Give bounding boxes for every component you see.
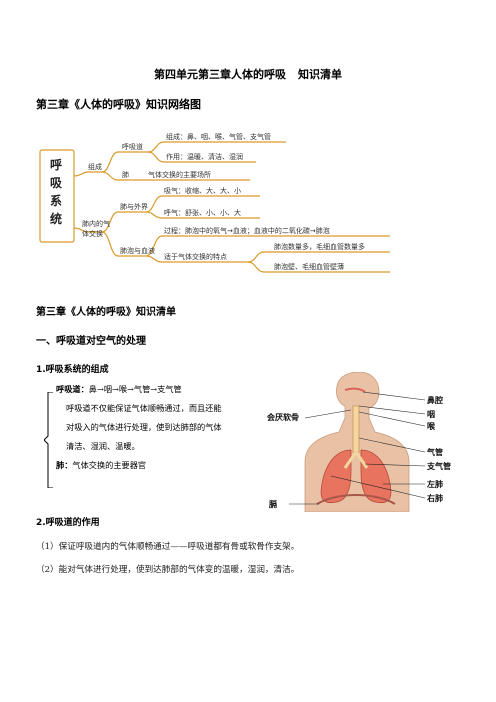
root-char-4: 统 (50, 211, 62, 226)
node-gas-exchange-2: 体交换 (82, 229, 103, 238)
paragraph-2: （2）能对气体进行处理，使到达肺部的气体变的温暖，湿润，清洁。 (36, 565, 300, 575)
heading-network: 第三章《人体的呼吸》知识网络图 (36, 98, 201, 111)
node-process: 过程：肺泡中的氧气→血液；血液中的二氧化碳→肺泡 (164, 226, 330, 235)
node-alveoli-blood: 肺泡与血液 (120, 246, 155, 255)
node-tract-components: 组成：鼻、咽、喉、气管、支气管 (166, 132, 271, 141)
node-lung-desc: 气体交换的主要场所 (148, 170, 211, 179)
root-char-2: 吸 (50, 176, 63, 190)
node-feature-2: 肺泡壁、毛细血管壁薄 (274, 262, 344, 271)
lung-desc: 气体交换的主要器官 (72, 460, 147, 470)
root-char-1: 呼 (50, 157, 62, 172)
node-features-label: 适于气体交换的特点 (164, 252, 227, 261)
respiratory-system-figure: 鼻腔 咽 喉 会厌软骨 气管 支气管 左肺 右肺 膈 (267, 372, 451, 512)
left-lung-shape (360, 449, 392, 504)
label-nasal-cavity: 鼻腔 (427, 395, 443, 405)
tract-label: 呼吸道： (56, 384, 89, 394)
title-main: 第四单元第三章人体的呼吸 (154, 68, 286, 81)
node-lung: 肺 (122, 171, 129, 179)
label-epiglottis: 会厌软骨 (267, 412, 299, 422)
tract-desc-3: 清洁、湿润、温暖。 (66, 441, 140, 451)
heading-list: 第三章《人体的呼吸》知识清单 (36, 307, 176, 318)
label-bronchus: 支气管 (426, 461, 451, 471)
node-respiratory-tract: 呼吸道 (122, 142, 143, 151)
mind-map: 呼 吸 系 统 组成 呼吸道 组成：鼻、咽、喉、气管、支气管 作用：温暖、清洁、… (39, 132, 390, 273)
node-gas-exchange-1: 肺内的气 (82, 219, 110, 228)
lung-label: 肺： (56, 460, 73, 470)
node-composition: 组成 (88, 162, 102, 171)
bracket-shape (44, 392, 53, 488)
right-lung-shape (320, 449, 352, 504)
tract-chain: 鼻→咽→喉→气管→支气管 (88, 384, 182, 394)
tract-desc-1: 呼吸道不仅能保证气体顺畅通过，而且还能 (66, 403, 222, 413)
label-trachea: 气管 (426, 447, 443, 457)
tract-desc-2: 对吸入的气体进行处理，使到达肺部的气体 (66, 422, 222, 432)
composition-box: 呼吸道：鼻→咽→喉→气管→支气管 呼吸道不仅能保证气体顺畅通过，而且还能 对吸入… (56, 380, 266, 475)
title-tail: 知识清单 (298, 68, 342, 81)
node-inhale: 吸气：收缩、大、大、小 (164, 186, 241, 195)
label-larynx: 喉 (427, 421, 436, 431)
page-title: 第四单元第三章人体的呼吸知识清单 (0, 66, 496, 82)
node-tract-function: 作用：温暖、清洁、湿润 (166, 152, 243, 161)
node-lung-external: 肺与外界 (120, 202, 148, 211)
trachea-shape (352, 405, 360, 453)
label-pharynx: 咽 (427, 410, 435, 419)
paragraph-1: （1）保证呼吸道内的气体顺畅通过——呼吸道都有骨或软骨作支架。 (36, 542, 300, 552)
section-heading-1: 一、呼吸道对空气的处理 (36, 336, 146, 347)
diaphragm-shape (316, 494, 396, 505)
label-left-lung: 左肺 (426, 479, 443, 489)
subheading-composition: 1.呼吸系统的组成 (36, 365, 109, 375)
root-char-3: 系 (50, 193, 62, 208)
label-diaphragm: 膈 (268, 499, 277, 509)
subheading-function: 2.呼吸道的作用 (36, 518, 100, 528)
node-exhale: 呼气：舒张、小、小、大 (164, 208, 241, 217)
label-right-lung: 右肺 (426, 493, 443, 503)
node-feature-1: 肺泡数量多，毛细血管数量多 (274, 242, 365, 251)
